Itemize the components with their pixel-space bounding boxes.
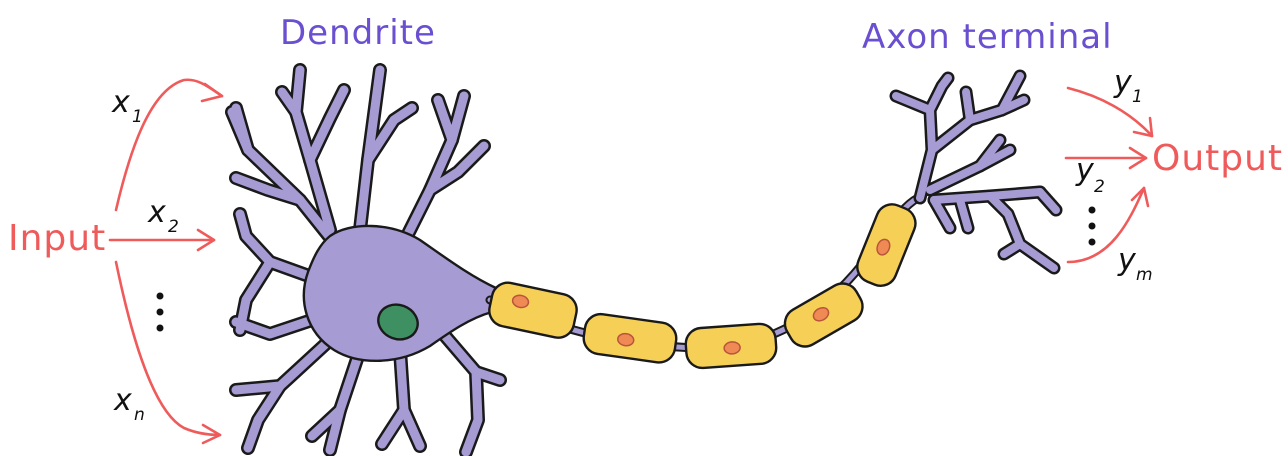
axon-terminal-label: Axon terminal	[862, 17, 1113, 57]
output-symbol-sub: 1	[1132, 87, 1143, 107]
input-symbol-sub: n	[134, 405, 145, 425]
myelin-segment	[486, 280, 579, 341]
myelin-segment	[685, 323, 778, 369]
output-symbol-base: y	[1075, 153, 1095, 188]
input-symbol-base: x	[113, 383, 132, 418]
myelin-segment	[582, 312, 679, 364]
axon-terminal-branches	[896, 76, 1056, 268]
input-symbol-x1: x 1	[111, 85, 143, 127]
myelin-sheath	[486, 200, 920, 369]
output-symbol-base: y	[1113, 65, 1133, 100]
input-arrow-1-head	[202, 84, 222, 101]
output-symbol-base: y	[1117, 243, 1137, 278]
dendrite-label: Dendrite	[280, 13, 436, 53]
myelin-segment	[852, 200, 920, 291]
input-symbol-xn: x n	[113, 383, 145, 425]
output-symbol-y2: y 2	[1075, 153, 1105, 197]
output-symbol-ym: y m	[1117, 243, 1153, 285]
input-symbol-sub: 2	[168, 217, 179, 237]
output-symbol-y1: y 1	[1113, 65, 1143, 107]
input-symbol-base: x	[147, 195, 166, 230]
input-symbol-sub: 1	[132, 107, 143, 127]
input-ellipsis	[157, 293, 164, 332]
input-symbol-base: x	[111, 85, 130, 120]
input-label: Input	[8, 218, 106, 259]
output-symbol-sub: m	[1136, 265, 1153, 285]
input-symbol-x2: x 2	[147, 195, 179, 237]
output-label: Output	[1152, 138, 1283, 179]
output-symbol-sub: 2	[1094, 177, 1105, 197]
myelin-segment	[779, 278, 868, 353]
output-ellipsis	[1089, 207, 1096, 246]
